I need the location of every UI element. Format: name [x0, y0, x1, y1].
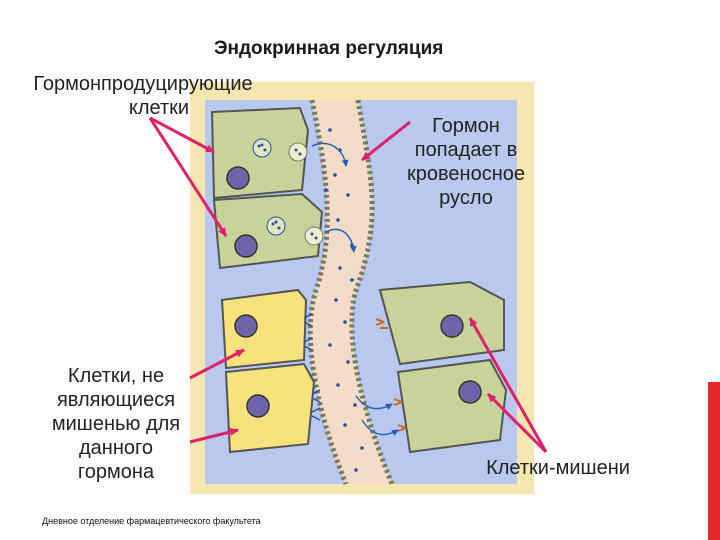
receptor [393, 398, 407, 432]
receptor [303, 313, 313, 351]
granule [266, 216, 286, 236]
arrow-to-nontarget-cell-1 [189, 348, 245, 380]
label-line: данного [79, 437, 153, 459]
target-cell-1 [375, 280, 505, 366]
arrow-to-producing-cell-2 [148, 117, 228, 237]
label-line: кровеносное [407, 163, 525, 185]
secretion-arrow-2 [325, 228, 357, 253]
nucleus [246, 394, 270, 418]
label-line: попадает в [414, 139, 518, 161]
label-line: Гормонпродуцирующие [33, 73, 253, 95]
label-target-cells: Клетки-мишени [486, 457, 630, 479]
nucleus [458, 380, 482, 404]
arrow-to-producing-cell-1 [149, 116, 215, 154]
label-line: Гормон [432, 115, 500, 137]
label-line: мишенью для [51, 413, 181, 435]
arrow-to-nontarget-cell-2 [189, 428, 239, 444]
arrow-to-target-cell-1 [468, 317, 548, 453]
label-nontarget-cells: Клетки, не являющиеся мишенью для данног… [28, 364, 204, 484]
slide-footer: Дневное отделение фармацевтического факу… [42, 516, 261, 526]
receptor [375, 318, 388, 329]
receptor [311, 389, 321, 421]
secretory-vesicle [304, 226, 324, 246]
nucleus [234, 314, 258, 338]
nucleus [226, 166, 250, 190]
secretory-vesicle [288, 142, 308, 162]
binding-arrow-2 [361, 419, 399, 437]
hormone-molecules [324, 128, 364, 472]
slide-accent-bar [708, 382, 720, 540]
nucleus [440, 314, 464, 338]
producing-cell-2 [212, 192, 324, 270]
label-line: являющиеся [56, 389, 176, 411]
label-line: клетки [128, 97, 190, 119]
arrow-to-vessel [361, 120, 411, 162]
slide-title: Эндокринная регуляция [214, 38, 444, 59]
binding-arrow-1 [355, 395, 393, 411]
label-line: Клетки, не [67, 365, 165, 387]
label-hormone: Гормон попадает в кровеносное русло [396, 114, 536, 210]
vessel-wall-right [349, 99, 395, 485]
annotation-arrows [148, 116, 548, 454]
producing-cell-1 [210, 106, 310, 200]
nontarget-cell-2 [224, 362, 321, 454]
nontarget-cell-1 [220, 288, 313, 370]
granule [252, 138, 272, 158]
label-line: гормона [77, 461, 155, 483]
vessel-wall-left [307, 99, 349, 485]
target-cell-2 [393, 358, 508, 454]
label-producing-cells: Гормонпродуцирующие клетки [6, 72, 280, 120]
nucleus [234, 234, 258, 258]
label-line: русло [439, 187, 493, 209]
secretion-arrow-1 [311, 142, 349, 167]
arrow-to-target-cell-2 [486, 392, 548, 454]
